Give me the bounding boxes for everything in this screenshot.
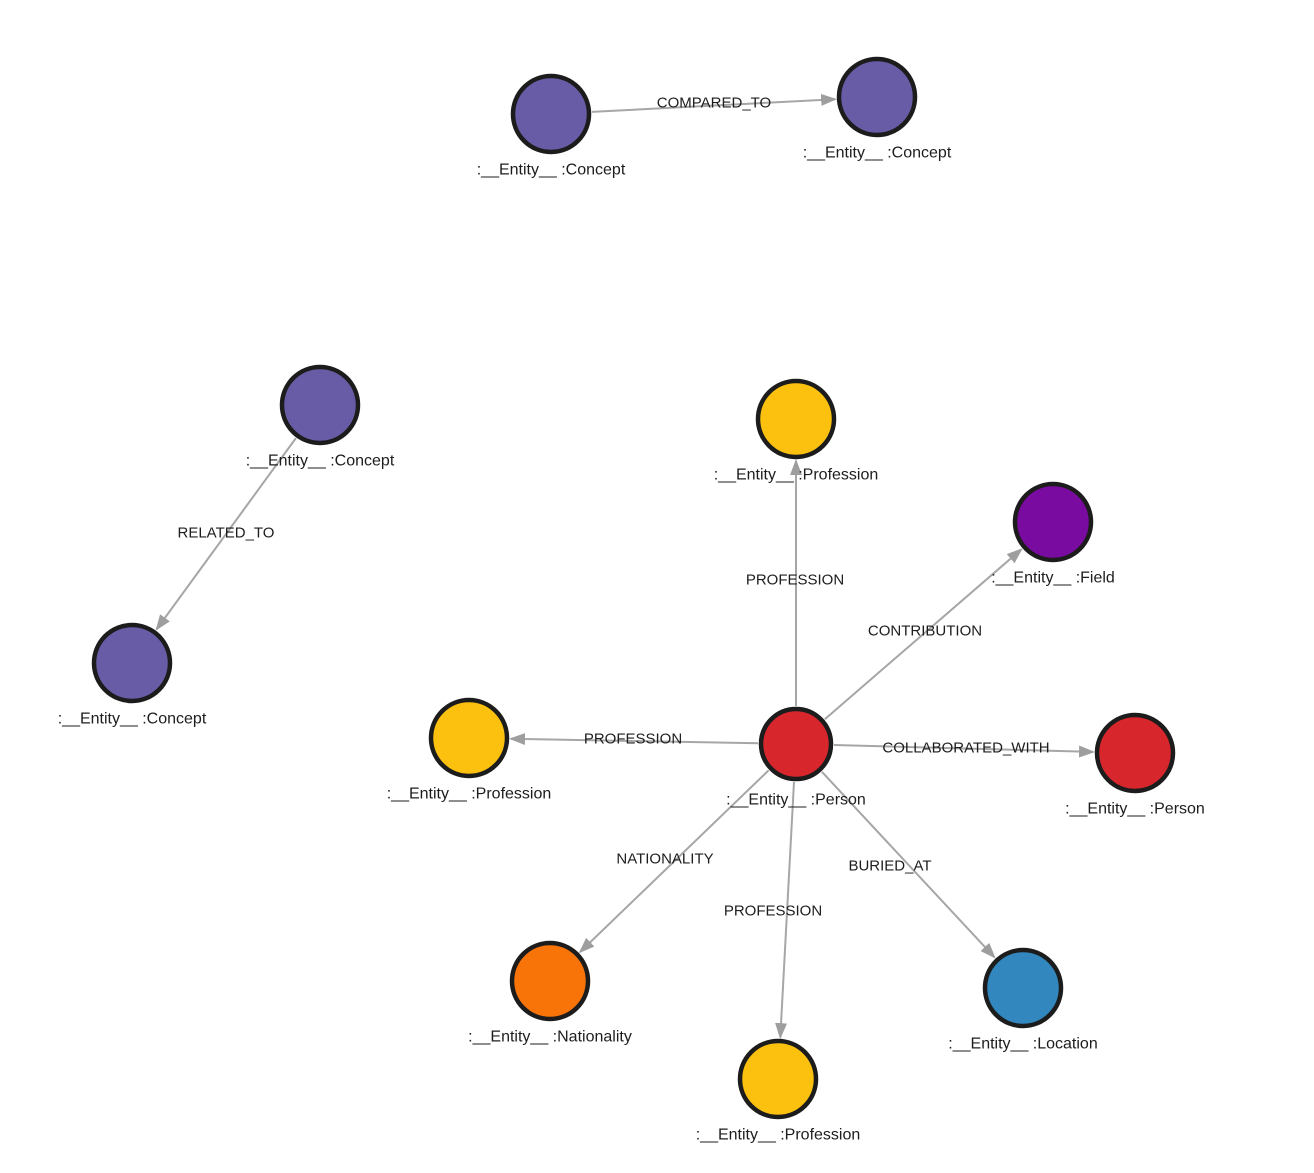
node-nationality-bottom[interactable] (509, 940, 591, 1022)
node-location-bottom-caption: :__Entity__ :Location (948, 1036, 1097, 1053)
node-concept-lower-left[interactable] (91, 622, 173, 704)
relationship-contribution-line[interactable] (824, 548, 1023, 720)
node-profession-left-caption: :__Entity__ :Profession (387, 786, 552, 803)
relationship-compared_to-label[interactable]: COMPARED_TO (657, 95, 771, 112)
relationship-profession-line[interactable] (775, 781, 795, 1040)
node-concept-mid-left-caption: :__Entity__ :Concept (246, 453, 395, 470)
node-concept-top-left-caption: :__Entity__ :Concept (477, 162, 626, 179)
node-person-center-caption: :__Entity__ :Person (726, 792, 866, 809)
relationship-profession-label[interactable]: PROFESSION (746, 572, 844, 589)
node-profession-bottom[interactable] (737, 1038, 819, 1120)
node-concept-mid-left[interactable] (279, 364, 361, 446)
node-location-bottom[interactable] (982, 947, 1064, 1029)
node-profession-top[interactable] (755, 378, 837, 460)
node-person-center[interactable] (758, 706, 834, 782)
relationship-profession-label[interactable]: PROFESSION (584, 731, 682, 748)
node-person-right-caption: :__Entity__ :Person (1065, 801, 1205, 818)
node-nationality-bottom-caption: :__Entity__ :Nationality (468, 1029, 632, 1046)
relationship-contribution-label[interactable]: CONTRIBUTION (868, 623, 982, 640)
node-concept-top-right-caption: :__Entity__ :Concept (803, 145, 952, 162)
relationship-related_to-line[interactable] (155, 437, 297, 631)
relationship-nationality-line[interactable] (578, 769, 770, 954)
relationship-compared_to-line[interactable] (591, 93, 838, 113)
node-profession-top-caption: :__Entity__ :Profession (714, 467, 879, 484)
node-concept-lower-left-caption: :__Entity__ :Concept (58, 711, 207, 728)
relationship-profession-label[interactable]: PROFESSION (724, 903, 822, 920)
relationship-collaborated_with-label[interactable]: COLLABORATED_WITH (882, 740, 1049, 757)
node-person-right[interactable] (1094, 712, 1176, 794)
relationship-related_to-label[interactable]: RELATED_TO (178, 525, 275, 542)
relationship-collaborated_with-line[interactable] (833, 744, 1095, 758)
node-concept-top-right[interactable] (836, 56, 918, 138)
relationship-nationality-label[interactable]: NATIONALITY (616, 851, 713, 868)
relationship-buried_at-line[interactable] (821, 771, 996, 959)
node-field-right-caption: :__Entity__ :Field (991, 570, 1115, 587)
relationship-buried_at-label[interactable]: BURIED_AT (848, 858, 931, 875)
node-field-right[interactable] (1012, 481, 1094, 563)
node-profession-bottom-caption: :__Entity__ :Profession (696, 1127, 861, 1144)
relationship-profession-line[interactable] (509, 733, 759, 746)
node-profession-left[interactable] (428, 697, 510, 779)
node-concept-top-left[interactable] (510, 73, 592, 155)
